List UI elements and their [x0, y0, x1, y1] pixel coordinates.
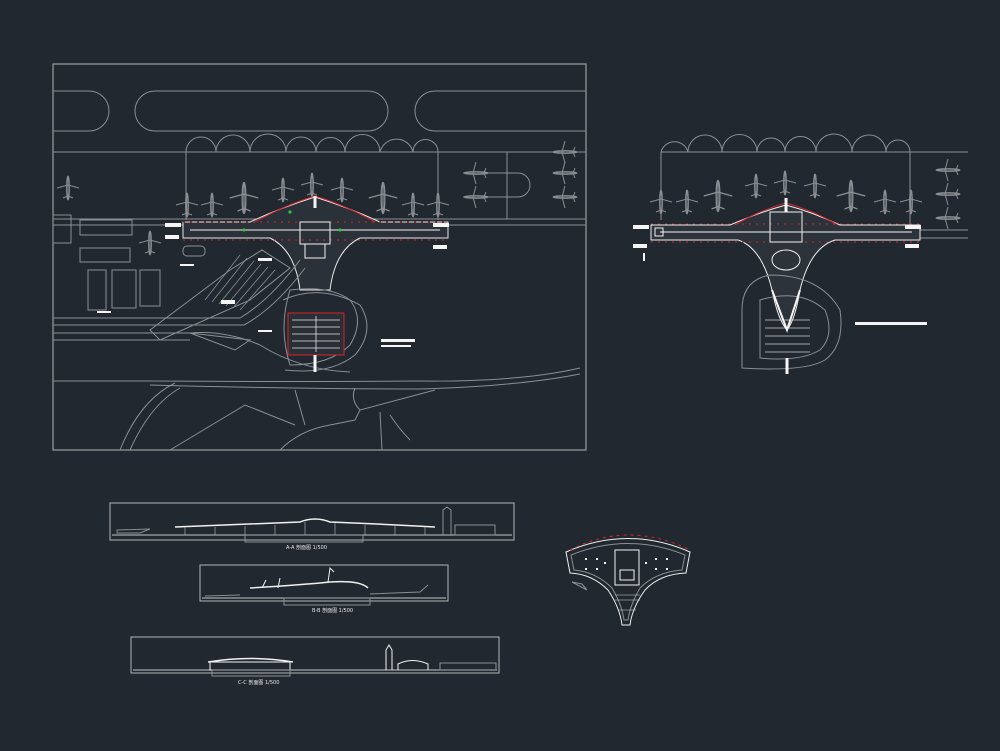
basement-plan[interactable] [565, 534, 691, 626]
scale-bar [855, 322, 927, 325]
gate-stands [185, 133, 531, 220]
terminal-plan-parking [741, 274, 927, 374]
aircraft-remote [463, 140, 578, 209]
section-b-b-caption: B-B 剖面图 1/500 [312, 607, 353, 614]
service-buildings [52, 214, 206, 311]
landside-roads-parking [53, 249, 351, 373]
site-plan-frame [52, 63, 587, 451]
terminal-plan-building [633, 198, 921, 331]
section-c-c-caption: C-C 剖面图 1/500 [238, 679, 279, 686]
section-a-a-caption: A-A 剖面图 1/500 [286, 544, 327, 551]
section-b-b[interactable]: B-B 剖面图 1/500 [199, 564, 449, 614]
aircraft-at-gates [56, 172, 450, 256]
terminal-plan[interactable] [633, 133, 968, 374]
section-a-a[interactable]: A-A 剖面图 1/500 [109, 502, 515, 551]
terminal-building-site [165, 195, 449, 291]
ground-transport-center [282, 288, 415, 372]
external-roads [53, 367, 581, 451]
section-c-c[interactable]: C-C 剖面图 1/500 [130, 636, 500, 686]
site-plan[interactable] [52, 63, 587, 451]
